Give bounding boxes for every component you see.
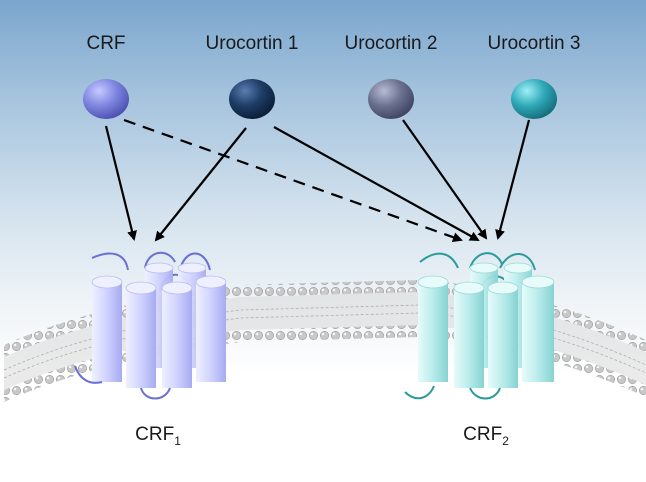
crf2-intracellular-loops [404, 385, 501, 400]
arrow-ucn2-to-crf2 [402, 119, 488, 240]
ligand-label-urocortin2: Urocortin 2 [344, 33, 438, 54]
receptor-label-crf2-name: CRF [463, 424, 503, 445]
arrow-crf-to-crf1 [104, 125, 137, 241]
receptor-label-crf1-name: CRF [135, 424, 175, 445]
receptor-label-crf1-subscript: 1 [174, 433, 181, 448]
ligand-label-crf: CRF [86, 33, 126, 54]
ligand-urocortin2-sphere [368, 79, 414, 119]
crf2-helices [417, 262, 555, 388]
receptor-crf2 [404, 252, 555, 400]
receptor-crf1 [74, 252, 227, 400]
receptor-label-crf2-subscript: 2 [502, 433, 509, 448]
arrow-ucn3-to-crf2 [495, 119, 531, 240]
crf2-extracellular-loops [419, 252, 536, 291]
ligand-label-urocortin3: Urocortin 3 [487, 33, 581, 54]
crf1-intracellular-loops [74, 365, 171, 400]
interaction-arrows [104, 118, 531, 243]
receptor-label-crf1: CRF1 [135, 424, 181, 448]
crf1-helices [91, 262, 227, 388]
arrow-ucn1-to-crf2 [273, 126, 480, 241]
ligand-label-urocortin1: Urocortin 1 [205, 33, 299, 54]
crf1-extracellular-loops [91, 252, 211, 291]
ligand-crf-sphere [83, 79, 129, 119]
ligand-urocortin3-sphere [511, 79, 557, 119]
membrane-tail-lines [3, 304, 646, 379]
ligand-urocortin1-sphere [229, 79, 275, 119]
ligands [83, 79, 557, 119]
receptor-label-crf2: CRF2 [463, 424, 509, 448]
arrow-ucn1-to-crf1 [154, 127, 247, 242]
